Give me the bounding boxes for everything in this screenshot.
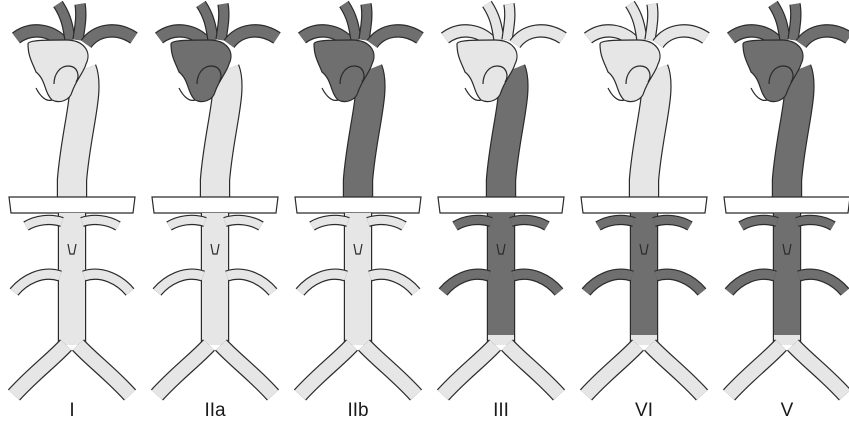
upper-abdominal-branch-left	[169, 220, 205, 226]
upper-abdominal-branch-right	[654, 220, 690, 226]
diaphragm	[295, 197, 421, 213]
panel-label: IIa	[204, 400, 226, 421]
upper-abdominal-branch-left	[741, 220, 777, 226]
descending-thoracic-aorta	[501, 70, 513, 205]
carotid-branch	[650, 4, 653, 40]
carotid-branch	[507, 4, 510, 40]
carotid-branch	[793, 4, 796, 40]
descending-thoracic-aorta	[358, 70, 370, 205]
iliac-artery-left	[586, 345, 638, 395]
renal-artery-left	[586, 274, 632, 292]
upper-abdominal-branch-right	[225, 220, 261, 226]
panel-iii: III	[438, 4, 564, 421]
upper-abdominal-branch-left	[598, 220, 634, 226]
diaphragm	[581, 197, 707, 213]
iliac-artery-left	[729, 345, 781, 395]
renal-artery-right	[84, 274, 130, 292]
renal-artery-right	[227, 274, 273, 292]
panel-iib: IIb	[295, 4, 421, 421]
descending-thoracic-aorta	[72, 70, 84, 205]
iliac-artery-right	[507, 345, 559, 395]
subclavian-branch	[515, 31, 563, 44]
subclavian-branch	[372, 31, 420, 44]
subclavian-branch	[658, 31, 706, 44]
panel-label: V	[781, 400, 794, 421]
diaphragm	[9, 197, 135, 213]
iliac-artery-right	[78, 345, 130, 395]
panel-i: I	[9, 4, 135, 421]
diaphragm	[724, 197, 849, 213]
iliac-artery-right	[793, 345, 845, 395]
upper-abdominal-branch-right	[797, 220, 833, 226]
renal-artery-right	[370, 274, 416, 292]
upper-abdominal-branch-left	[312, 220, 348, 226]
renal-artery-left	[729, 274, 775, 292]
descending-thoracic-aorta	[787, 70, 799, 205]
panel-v: V	[724, 4, 849, 421]
carotid-branch	[364, 4, 367, 40]
descending-thoracic-aorta	[644, 70, 656, 205]
iliac-artery-left	[443, 345, 495, 395]
panel-vi: VI	[581, 4, 707, 421]
carotid-branch	[221, 4, 224, 40]
upper-abdominal-branch-left	[26, 220, 62, 226]
subclavian-branch	[86, 31, 134, 44]
iliac-artery-left	[157, 345, 209, 395]
upper-abdominal-branch-right	[368, 220, 404, 226]
renal-artery-left	[157, 274, 203, 292]
renal-artery-right	[799, 274, 845, 292]
subclavian-branch	[229, 31, 277, 44]
subclavian-branch	[801, 31, 849, 44]
renal-artery-right	[513, 274, 559, 292]
panel-iia: IIa	[152, 4, 278, 421]
carotid-branch	[78, 4, 81, 40]
upper-abdominal-branch-right	[82, 220, 118, 226]
panel-label: I	[69, 400, 74, 421]
diaphragm	[152, 197, 278, 213]
iliac-artery-right	[221, 345, 273, 395]
renal-artery-left	[14, 274, 60, 292]
upper-abdominal-branch-right	[511, 220, 547, 226]
renal-artery-left	[443, 274, 489, 292]
iliac-artery-right	[364, 345, 416, 395]
upper-abdominal-branch-left	[455, 220, 491, 226]
iliac-artery-left	[14, 345, 66, 395]
renal-artery-right	[656, 274, 702, 292]
panel-label: VI	[635, 400, 653, 421]
panel-label: III	[493, 400, 509, 421]
descending-thoracic-aorta	[215, 70, 227, 205]
diaphragm	[438, 197, 564, 213]
renal-artery-left	[300, 274, 346, 292]
iliac-artery-right	[650, 345, 702, 395]
panel-label: IIb	[347, 400, 368, 421]
iliac-artery-left	[300, 345, 352, 395]
